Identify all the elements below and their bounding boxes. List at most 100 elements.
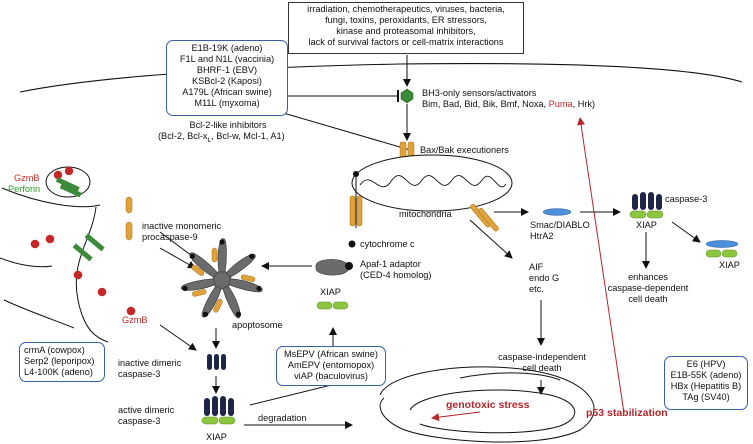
p53-protein: E6 (HPV)	[686, 359, 726, 369]
procaspase9-on-arm	[213, 298, 223, 313]
bh3-members: Bim, Bad, Bid, Bik, Bmf, Noxa, Puma, Hrk…	[422, 99, 596, 109]
perforin-label: Perforin	[8, 184, 41, 194]
procaspase9-icon	[125, 196, 133, 214]
bax-pore-icon	[356, 195, 363, 227]
xiap-bottom-label: XIAP	[206, 432, 227, 442]
serpin-protein: L4-100K (adeno)	[24, 367, 93, 377]
gzmb-top-label: GzmB	[14, 173, 40, 183]
apoptosome-arm	[201, 285, 223, 318]
viral-serpin-box: crmA (cowpox) Serp2 (leporipox) L4-100K …	[19, 342, 105, 382]
p53-protein: E1B-55K (adeno)	[670, 370, 742, 380]
cytochrome-c-label: cytochrome c	[360, 239, 415, 249]
iap-protein: MsEPV (African swine)	[284, 349, 378, 359]
xiap-icon	[721, 249, 738, 258]
cytochrome-c-icon	[348, 240, 356, 248]
smac-icon	[542, 208, 572, 216]
xiap-icon	[705, 249, 722, 258]
serpin-protein: Serp2 (leporipox)	[24, 356, 95, 366]
viral-protein: KSBcl-2 (Kaposi)	[192, 76, 262, 86]
gzmb-dot	[73, 270, 83, 280]
gzmb-dot	[45, 234, 55, 244]
puma-label: Puma	[548, 99, 573, 109]
bh3-title: BH3-only sensors/activators	[422, 88, 537, 98]
viral-iap-box: MsEPV (African swine) AmEPV (entomopox) …	[276, 346, 386, 386]
smac-icon	[705, 240, 739, 248]
bax-bak-label: Bax/Bak executioners	[420, 145, 509, 155]
perforin-pore-icon	[84, 233, 105, 252]
procaspase9-on-arm	[191, 264, 205, 276]
dying-cell-fragment	[459, 372, 561, 381]
active-caspase3-xiap-icon	[201, 396, 236, 425]
bax-pore-icon	[478, 207, 499, 232]
stress-inducers-box: irradiation, chemotherapeutics, viruses,…	[288, 2, 524, 54]
stress-line: irradiation, chemotherapeutics, viruses,…	[307, 4, 505, 14]
target-cell-membrane-left	[1, 187, 101, 208]
killer-cell-membrane	[0, 257, 53, 268]
p53-stabilization-label: p53 stabilization	[586, 407, 668, 419]
apaf1-label: Apaf-1 adaptor(CED-4 homolog)	[360, 259, 432, 280]
perforin-pore-icon	[72, 243, 93, 262]
apoptosome-icon	[180, 238, 263, 319]
cell-membrane	[19, 62, 743, 93]
bcl2-inhibitors-title: Bcl-2-like inhibitors	[189, 120, 267, 130]
dying-cell-inner	[409, 389, 576, 434]
inactive-caspase3-icon	[207, 354, 226, 370]
viral-protein: M11L (myxoma)	[194, 98, 260, 108]
stress-line: lack of survival factors or cell-matrix …	[308, 37, 504, 47]
apaf1-icon	[315, 259, 350, 276]
viral-bcl2-homologs-box: E1B-19K (adeno) F1L and N1L (vaccinia) B…	[166, 40, 288, 116]
procaspase9-on-arm	[192, 289, 207, 297]
procaspase9-icon	[125, 221, 133, 241]
bh3-sensor-icon	[400, 88, 414, 104]
apoptosome-arm	[180, 278, 216, 297]
p53-protein: TAg (SV40)	[682, 392, 730, 402]
dying-cell-nucleus	[379, 366, 595, 443]
nucleus-line	[3, 299, 75, 329]
cytochrome-c-dot	[353, 171, 359, 177]
viral-protein: A179L (African swine)	[182, 87, 272, 97]
serpin-protein: crmA (cowpox)	[24, 345, 85, 355]
mitochondrion-cristae	[359, 175, 507, 188]
procaspase9-on-arm	[211, 247, 218, 263]
bcl2-inhibitors-members: (Bcl-2, Bcl-xL, Bcl-w, Mcl-1, A1)	[158, 131, 285, 144]
caspase3-right-label: caspase-3	[665, 194, 708, 204]
xiap-apoptosome-label: XIAP	[320, 287, 341, 297]
apoptosome-label: apoptosome	[232, 320, 283, 330]
genotoxic-stress-label: genotoxic stress	[446, 399, 530, 411]
iap-protein: AmEPV (entomopox)	[287, 360, 375, 370]
gzmb-dot	[126, 306, 136, 316]
degradation-label: degradation	[258, 413, 307, 423]
caspase3-xiap-complex	[629, 192, 664, 219]
gzmb-mid-label: GzmB	[122, 315, 148, 325]
bax-pore-icon	[349, 195, 356, 227]
gzmb-dot	[30, 239, 40, 249]
viral-protein: BHRF-1 (EBV)	[196, 65, 258, 75]
viral-protein: E1B-19K (adeno)	[191, 43, 263, 53]
mitochondrion	[351, 154, 513, 212]
perforin-icon	[55, 177, 80, 192]
xiap-right-label: XIAP	[636, 220, 657, 230]
viral-protein: F1L and N1L (vaccinia)	[179, 54, 275, 64]
perforin-icon	[59, 183, 82, 198]
xiap-far-right-label: XIAP	[719, 260, 740, 270]
stress-line: kinase and proteasomal inhibitors,	[336, 26, 476, 36]
gzmb-dot	[97, 287, 107, 297]
apoptosome-arm	[211, 238, 227, 273]
iap-protein: viAP (baculovirus)	[294, 371, 368, 381]
apoptosome-arm	[189, 252, 219, 278]
xiap-icon	[332, 301, 349, 310]
apoptosome-arm	[228, 274, 263, 293]
mitochondria-label: mitochondria	[399, 209, 452, 219]
gzmb-granule-red	[64, 166, 74, 176]
gzmb-granule-red	[53, 170, 63, 180]
procaspase9-on-arm	[240, 274, 256, 283]
stress-line: fungi, toxins, peroxidants, ER stressors…	[325, 15, 487, 25]
